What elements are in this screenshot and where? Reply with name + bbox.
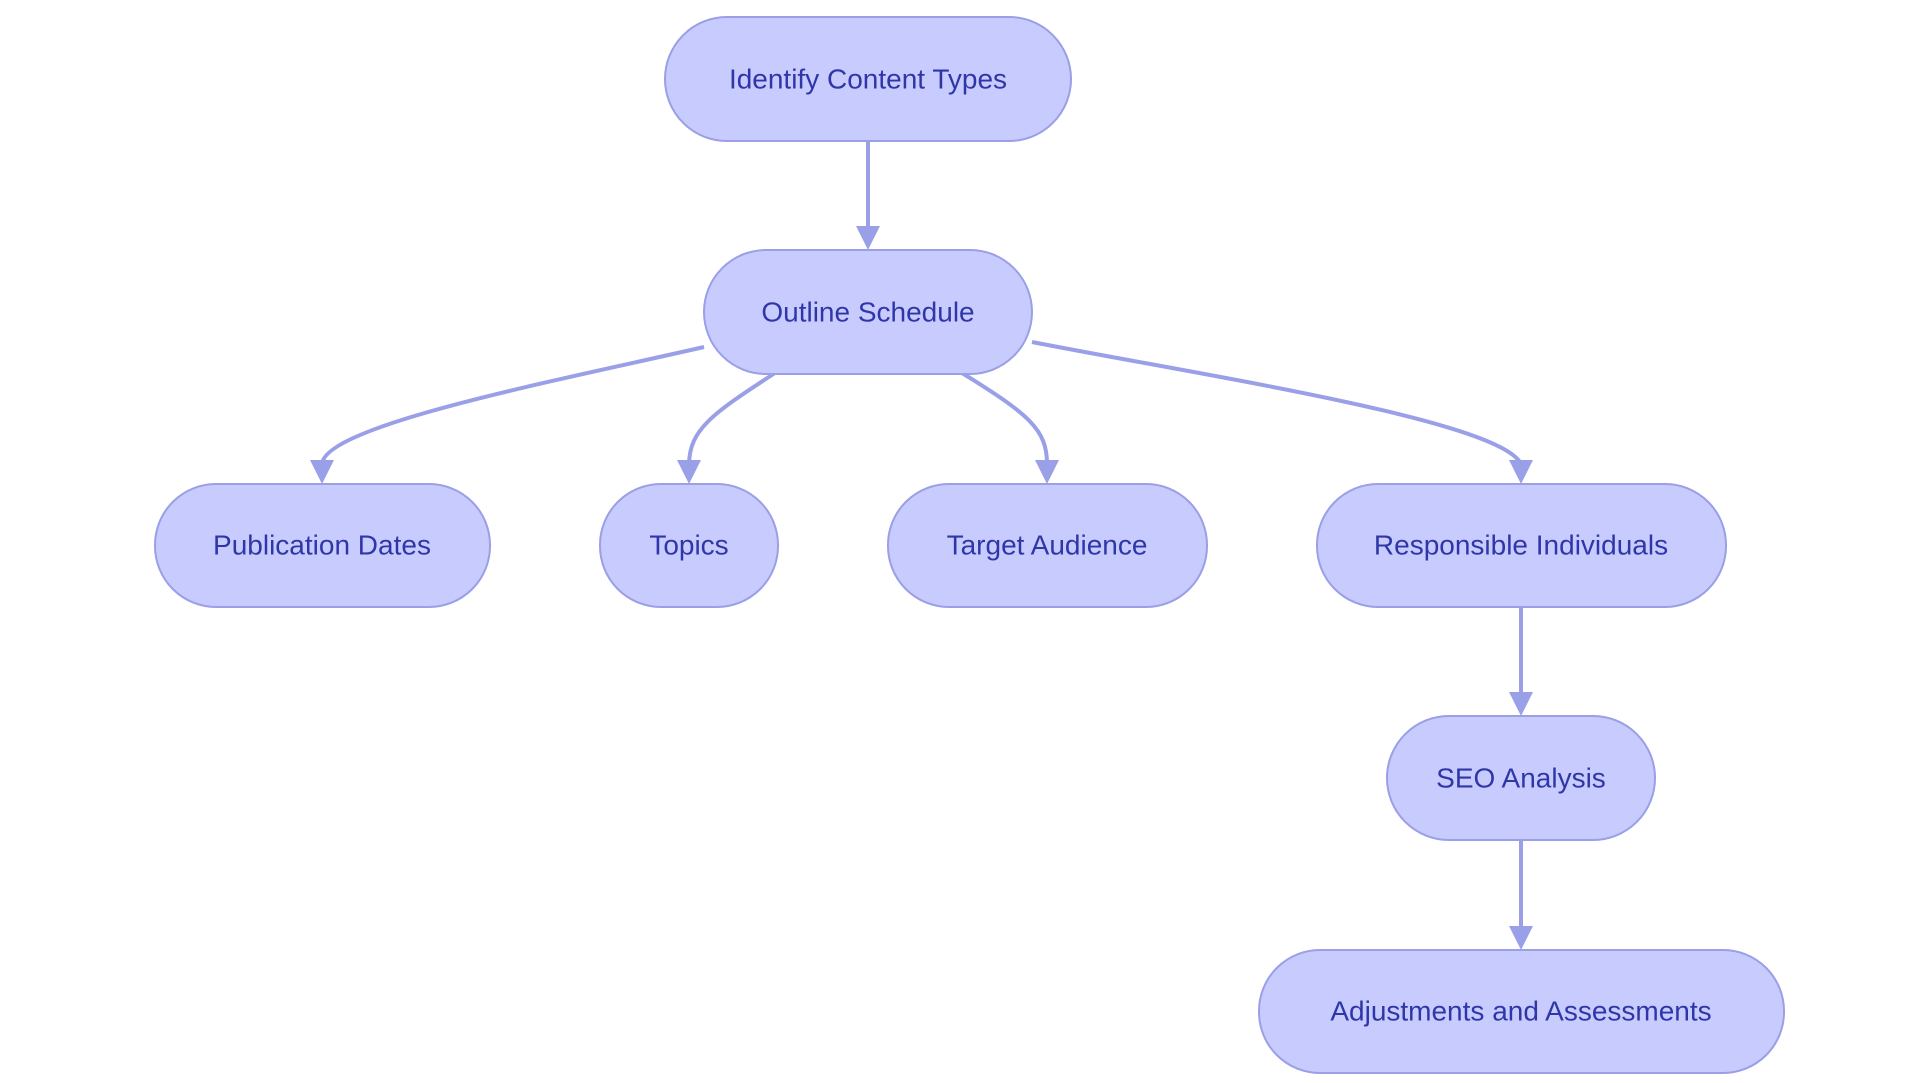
- node-outline-schedule[interactable]: Outline Schedule: [703, 249, 1033, 375]
- edge-outline-to-topics: [687, 371, 777, 465]
- node-label-publication-dates: Publication Dates: [213, 530, 431, 561]
- arrowhead-target-audience: [1035, 460, 1059, 484]
- arrowhead-responsible-individuals: [1509, 460, 1533, 484]
- node-label-topics: Topics: [649, 530, 728, 561]
- arrowhead-adjustments: [1509, 926, 1533, 950]
- edge-outline-to-responsible-individuals: [1031, 340, 1523, 466]
- edge-outline-to-target-audience: [960, 371, 1049, 465]
- arrowhead-publication-dates: [310, 460, 334, 484]
- node-label-seo-analysis: SEO Analysis: [1436, 763, 1606, 794]
- edge-outline-to-publication-dates: [320, 345, 705, 465]
- edges: [310, 141, 1533, 950]
- node-identify-content-types[interactable]: Identify Content Types: [664, 16, 1072, 142]
- arrowhead-seo-analysis: [1509, 692, 1533, 716]
- node-label-outline-schedule: Outline Schedule: [761, 297, 974, 328]
- node-target-audience[interactable]: Target Audience: [887, 483, 1208, 608]
- node-seo-analysis[interactable]: SEO Analysis: [1386, 715, 1656, 841]
- node-publication-dates[interactable]: Publication Dates: [154, 483, 491, 608]
- node-label-identify-content-types: Identify Content Types: [729, 64, 1007, 95]
- nodes: Identify Content Types Outline Schedule …: [154, 16, 1785, 1074]
- node-adjustments-and-assessments[interactable]: Adjustments and Assessments: [1258, 949, 1785, 1074]
- node-label-target-audience: Target Audience: [947, 530, 1148, 561]
- node-label-adjustments-and-assessments: Adjustments and Assessments: [1330, 996, 1711, 1027]
- node-responsible-individuals[interactable]: Responsible Individuals: [1316, 483, 1727, 608]
- arrowhead-topics: [677, 460, 701, 484]
- arrowhead-outline: [856, 226, 880, 250]
- node-topics[interactable]: Topics: [599, 483, 779, 608]
- node-label-responsible-individuals: Responsible Individuals: [1374, 530, 1668, 561]
